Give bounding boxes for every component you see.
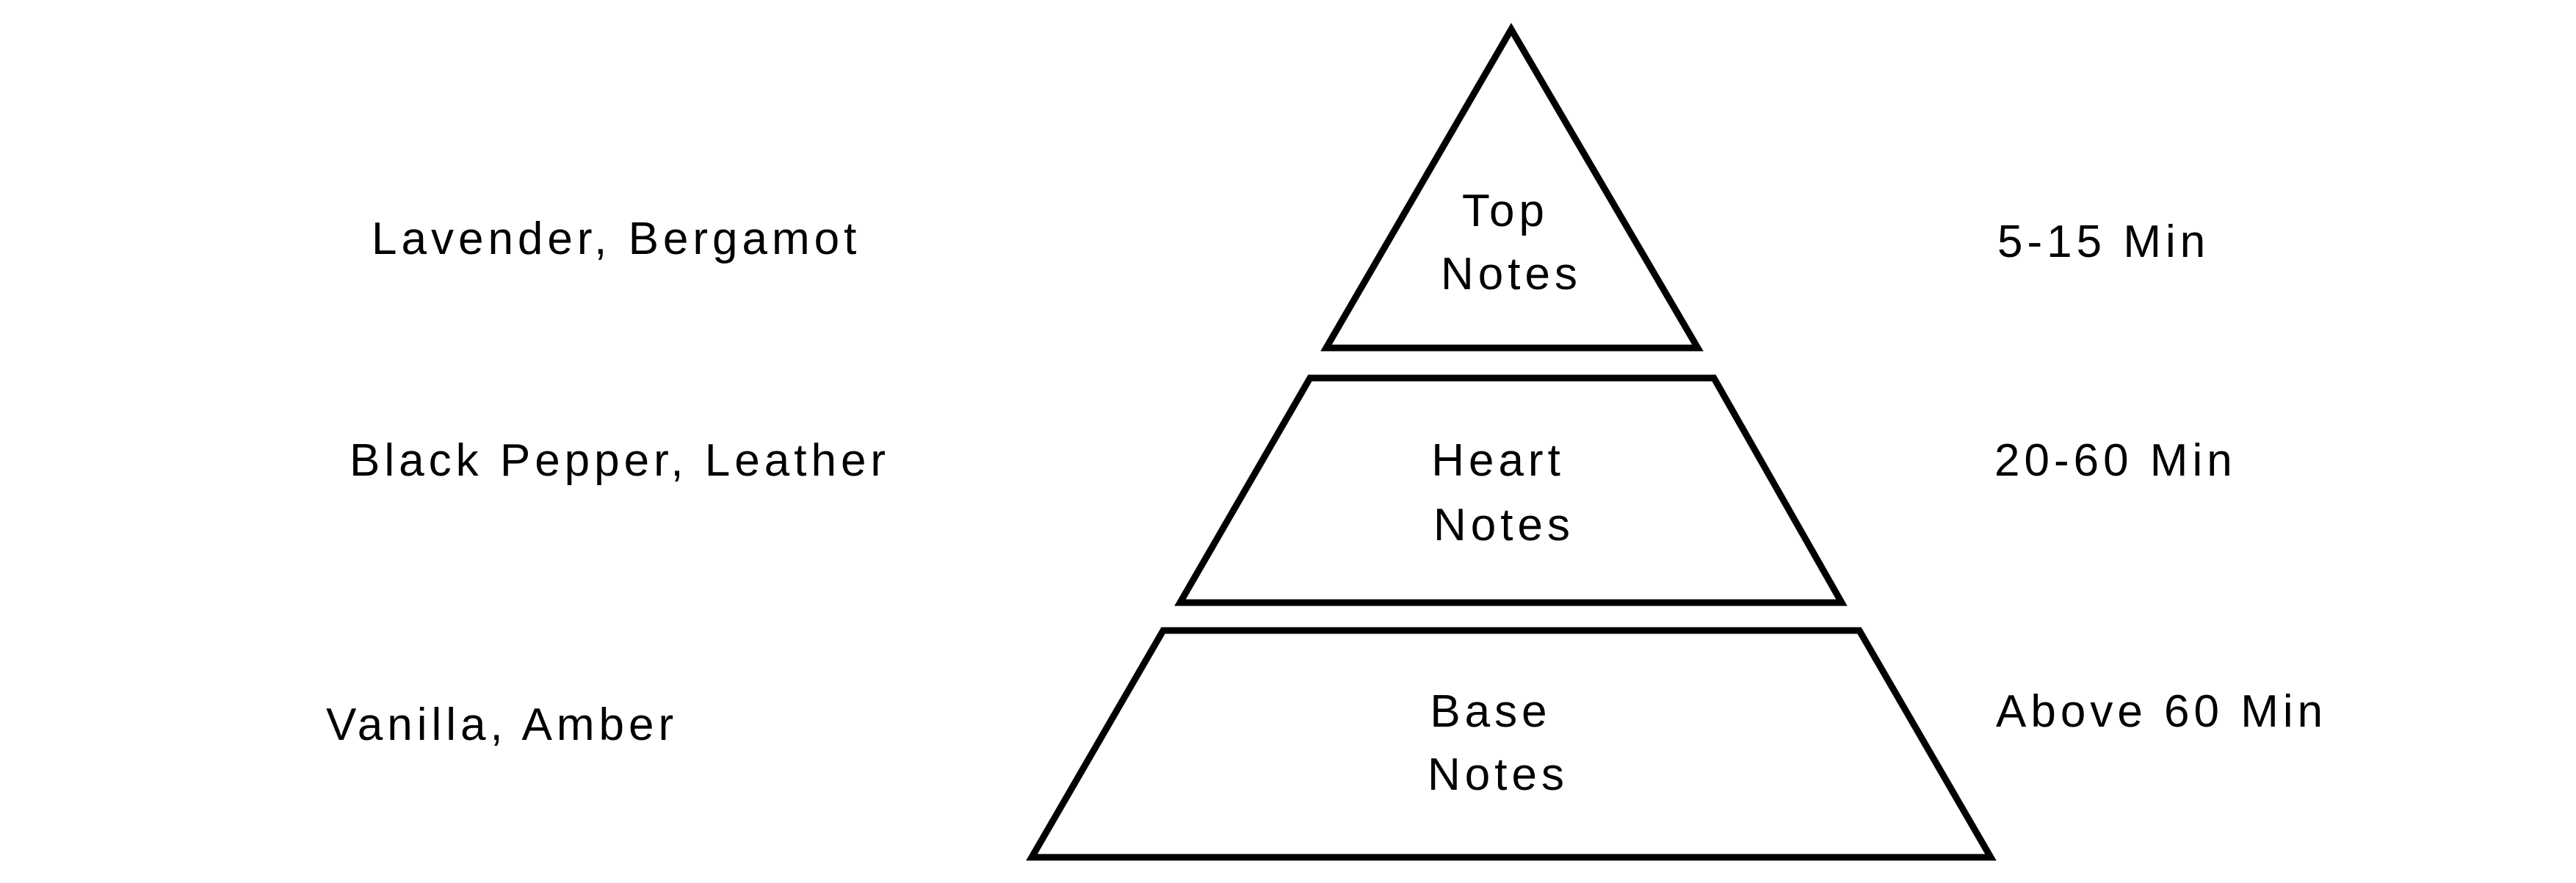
heart-notes-label-line1: Heart — [1431, 435, 1565, 486]
top-notes-label-line2: Notes — [1441, 249, 1582, 299]
heart-notes-tier — [1174, 374, 1848, 606]
base-notes-ingredients: Vanilla, Amber — [326, 700, 678, 750]
top-notes-label-line1: Top — [1462, 186, 1549, 236]
base-notes-label-line1: Base — [1430, 686, 1551, 737]
base-notes-duration: Above 60 Min — [1996, 686, 2327, 737]
heart-notes-label-line2: Notes — [1433, 500, 1574, 550]
top-notes-duration: 5-15 Min — [1997, 217, 2210, 267]
heart-notes-duration: 20-60 Min — [1994, 435, 2237, 486]
top-notes-tier — [1320, 23, 1704, 352]
top-notes-ingredients: Lavender, Bergamot — [372, 214, 861, 264]
base-notes-label-line2: Notes — [1428, 749, 1569, 800]
base-notes-tier — [1026, 627, 1997, 861]
heart-notes-ingredients: Black Pepper, Leather — [350, 435, 890, 486]
